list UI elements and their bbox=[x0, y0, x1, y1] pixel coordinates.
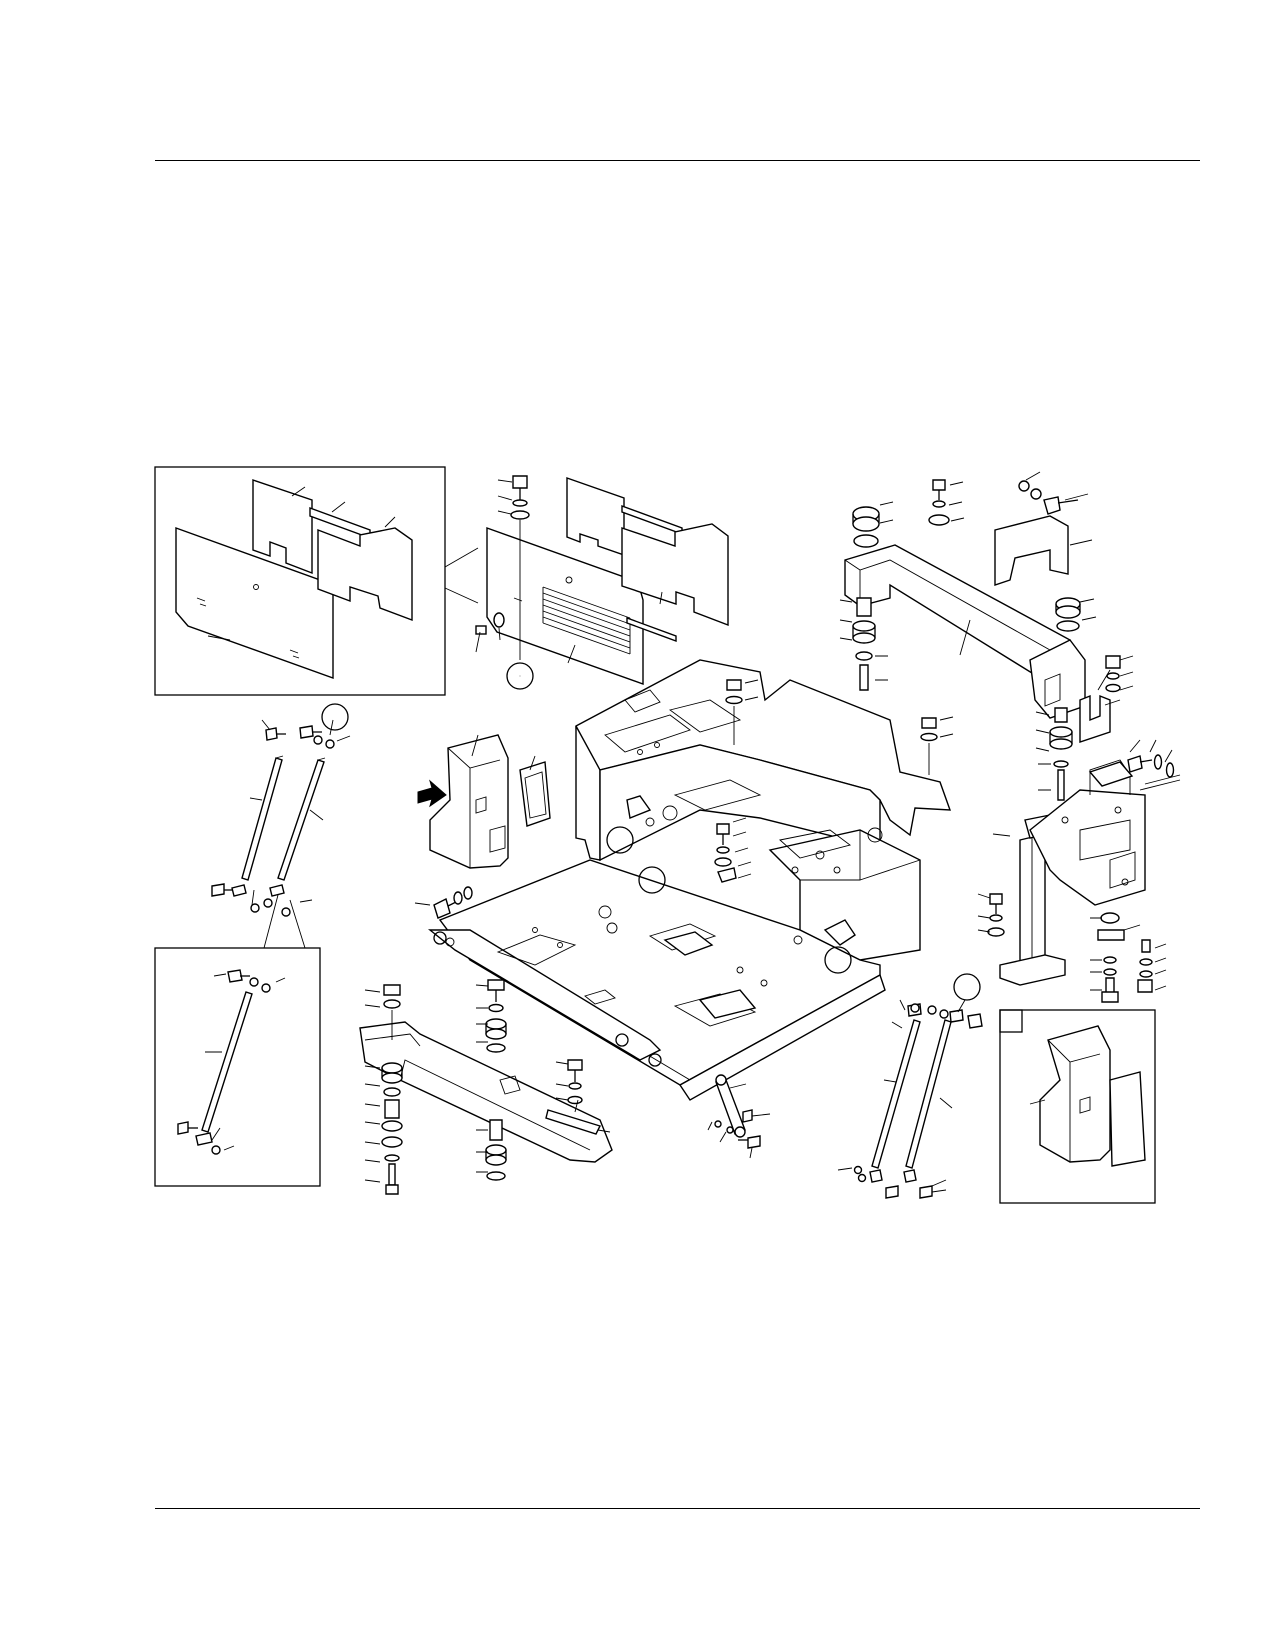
floor-mat-assembly bbox=[475, 475, 729, 690]
cab-mount-stack-right bbox=[1035, 655, 1134, 801]
latch-link bbox=[707, 1074, 771, 1159]
inset-single-strut bbox=[154, 947, 321, 1187]
nut-washer-stack-2 bbox=[920, 716, 954, 775]
header-rule bbox=[155, 160, 1200, 161]
inset-cover-detail bbox=[999, 1009, 1156, 1204]
mount-bolt-stack-center bbox=[714, 817, 752, 883]
inset-connector bbox=[444, 547, 479, 604]
view-arrow bbox=[417, 779, 447, 808]
bolt-stack-1 bbox=[497, 475, 530, 520]
mat-slot bbox=[196, 597, 300, 659]
console-cover bbox=[417, 734, 551, 869]
cab-mount-stack-left bbox=[839, 597, 888, 691]
nut-washer-stack-1 bbox=[725, 679, 759, 745]
pillar-bolt-stack bbox=[977, 893, 1167, 1003]
lower-frame-rail bbox=[359, 979, 613, 1195]
grommet-1 bbox=[475, 612, 505, 653]
main-frame bbox=[428, 659, 952, 1101]
footer-rule bbox=[155, 1508, 1200, 1509]
cross-beam bbox=[844, 471, 1097, 719]
inset-floor-mat-detail bbox=[154, 466, 446, 696]
gas-struts-right bbox=[837, 973, 983, 1199]
gas-struts-left bbox=[211, 703, 351, 917]
rops-pillar-right bbox=[992, 739, 1181, 986]
strut-to-inset-connector bbox=[263, 894, 306, 949]
front-bolt-stack bbox=[414, 886, 473, 919]
